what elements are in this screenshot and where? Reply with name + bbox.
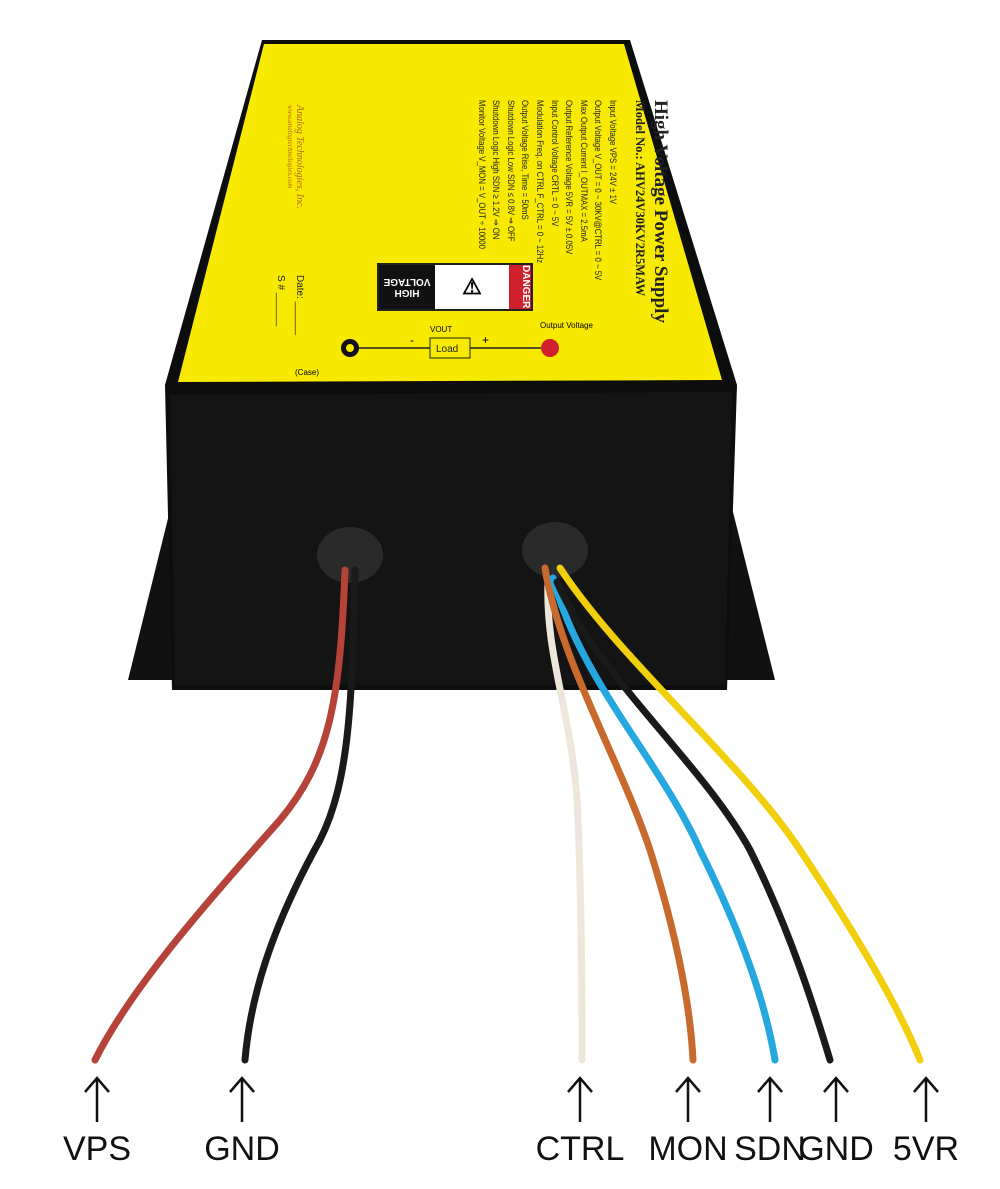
- spec-line: Max Output Current I_OUTMAX = 2.5mA: [577, 100, 589, 242]
- up-arrow-icon: [84, 1076, 110, 1122]
- up-arrow-icon: [567, 1076, 593, 1122]
- output-terminal-icon: [541, 339, 559, 357]
- model-number: Model No.: AHV24V30KV2R5MAW: [633, 100, 647, 297]
- up-arrow-icon: [913, 1076, 939, 1122]
- wire-label-sdn: SDN: [734, 1130, 806, 1168]
- serial-label: S #: [275, 275, 286, 291]
- product-title: High Voltage Power Supply: [650, 100, 671, 323]
- load-label: Load: [436, 344, 458, 355]
- danger-text-voltage: VOLTAGE: [383, 276, 431, 287]
- spec-line: Shutdown Logic Low SDN ≤ 0.8V ⇒ OFF: [504, 100, 516, 242]
- vout-label: VOUT: [430, 325, 452, 334]
- spec-line: Input Voltage VPS = 24V ± 1V: [607, 100, 618, 205]
- output-voltage-label: Output Voltage: [540, 321, 593, 330]
- wire-mon: [541, 564, 697, 1064]
- danger-header: DANGER: [509, 265, 531, 309]
- wire-label-ctrl: CTRL: [535, 1130, 625, 1168]
- spec-line: Shutdown Logic High SDN ≥ 1.2V ⇒ ON: [490, 100, 502, 240]
- company-website: www.analogtechnologies.com: [286, 105, 294, 189]
- spec-line: Output Voltage V_OUT = 0 ~ 30KV@CTRL = 0…: [592, 100, 604, 281]
- spec-line: Output Voltage Rise, Time = 50mS: [519, 100, 531, 220]
- wire-label-vps: VPS: [62, 1130, 132, 1168]
- wire-label-gnd: GND: [798, 1130, 874, 1168]
- date-label: Date:: [294, 275, 305, 299]
- spec-line: Input Control Voltage CRTL = 0 ~ 5V: [548, 100, 560, 227]
- spec-line: Monitor Voltage V_MON = V_OUT ÷ 10000: [475, 100, 487, 249]
- up-arrow-icon: [757, 1076, 783, 1122]
- label-plate-bg: [178, 44, 722, 382]
- output-circuit-diagram: Load + - VOUT (Case) Output Voltage: [295, 321, 593, 377]
- grommet-power: [317, 527, 383, 583]
- minus-sign: -: [410, 333, 414, 347]
- wire-label-gnd: GND: [204, 1130, 280, 1168]
- case-label: (Case): [295, 368, 319, 377]
- company-name: Analog Technologies, Inc.: [294, 105, 305, 210]
- up-arrow-icon: [229, 1076, 255, 1122]
- plus-sign: +: [482, 333, 489, 347]
- up-arrow-icon: [823, 1076, 849, 1122]
- wire-5vr: [556, 564, 924, 1064]
- grommet-signal: [522, 522, 588, 578]
- company-logo: Analog Technologies, Inc. www.analogtech…: [286, 105, 305, 209]
- enclosure-front-face: [170, 392, 732, 685]
- up-arrow-icon: [675, 1076, 701, 1122]
- wire-vps: [91, 566, 349, 1064]
- danger-text-high: HIGH: [394, 287, 420, 298]
- spec-list: Input Voltage VPS = 24V ± 1V Output Volt…: [473, 100, 619, 280]
- wire-label-5vr: 5VR: [892, 1130, 960, 1168]
- spec-line: Output Reference Voltage 5VR = 5V ± 0.05…: [563, 100, 575, 255]
- wire-gnd: [241, 566, 359, 1064]
- danger-sign: HIGH VOLTAGE ⚠ DANGER: [377, 263, 533, 311]
- wire-label-mon: MON: [648, 1130, 728, 1168]
- lightning-warning-icon: ⚠: [435, 265, 509, 309]
- wire-gnd: [553, 578, 834, 1064]
- wire-sdn: [549, 574, 779, 1064]
- danger-high-voltage: HIGH VOLTAGE: [379, 265, 435, 309]
- spec-line: Modulation Freq. on CTRL F_CTRL = 0 ~ 12…: [534, 100, 546, 264]
- wire-ctrl: [544, 578, 586, 1064]
